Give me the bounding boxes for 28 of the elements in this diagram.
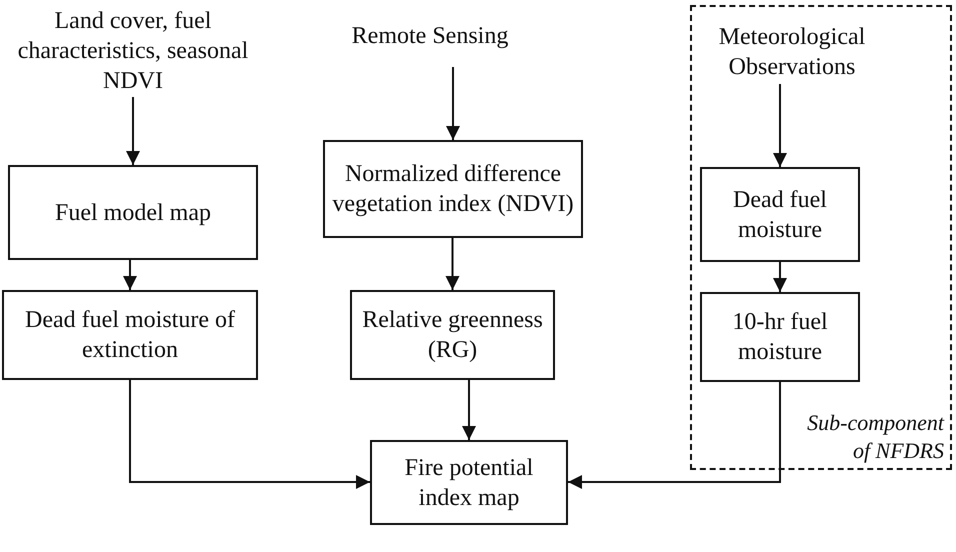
- box-text: Fuel model map: [55, 198, 211, 228]
- process-box: [323, 140, 583, 238]
- box-text: Dead fuel moisture: [732, 186, 828, 244]
- region-caption: Sub-component of NFDRS: [806, 409, 944, 464]
- process-box: [370, 440, 568, 525]
- source-label: Remote Sensing: [352, 22, 508, 51]
- subcomponent-region: [690, 5, 952, 470]
- box-text: 10-hr fuel moisture: [731, 308, 829, 367]
- box-text: Fire potential index map: [404, 454, 534, 512]
- arrow: [773, 84, 787, 167]
- process-box: [700, 167, 860, 262]
- arrow: [129, 380, 370, 489]
- arrow: [446, 67, 460, 140]
- arrow: [126, 97, 140, 165]
- box-text: Relative greenness (RG): [361, 306, 544, 365]
- box-text: Normalized difference vegetation index (NDVI): [331, 160, 575, 219]
- process-box: [2, 290, 258, 380]
- process-box: [8, 165, 258, 260]
- process-box: [350, 290, 555, 380]
- arrow: [568, 382, 781, 489]
- box-text: Dead fuel moisture of extinction: [24, 306, 236, 365]
- process-box: [700, 292, 860, 382]
- source-label: Land cover, fuel characteristics, seasonal NDVI: [16, 7, 250, 96]
- arrow: [462, 380, 476, 440]
- source-label: Meteorological Observations: [718, 23, 866, 82]
- arrow: [446, 238, 460, 290]
- arrow: [123, 260, 137, 290]
- arrow: [773, 262, 787, 292]
